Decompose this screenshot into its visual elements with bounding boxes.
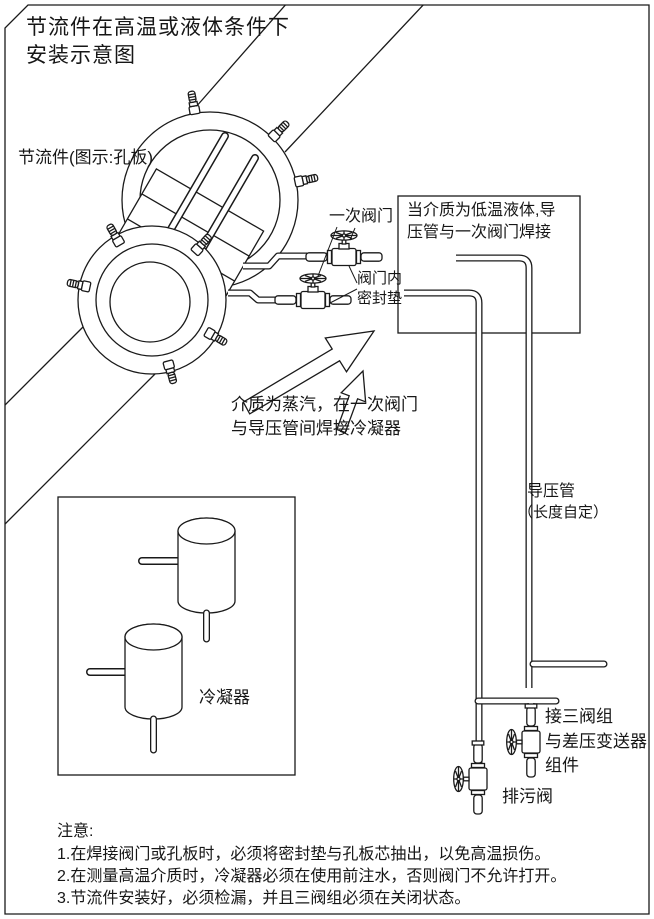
orifice-assembly [5, 89, 320, 525]
info-box-text-line1: 当介质为低温液体,导 [407, 202, 556, 219]
drain-valve [453, 740, 488, 815]
label-valve-seal-line1: 阀门内 [357, 270, 403, 287]
info-box-text-line2: 压管与一次阀门焊接 [407, 224, 552, 241]
primary-valve-lower [274, 273, 352, 310]
note-item-1: 1.在焊接阀门或孔板时，必须将密封垫与孔板芯抽出，以免高温损伤。 [57, 846, 551, 863]
flange-bolt [293, 171, 320, 188]
flange-bolt [267, 118, 292, 143]
label-manifold-line2: 与差压变送器 [545, 732, 647, 751]
label-primary-valve: 一次阀门 [329, 208, 394, 225]
steam-note-line1: 介质为蒸汽，在一次阀门 [231, 395, 418, 414]
label-manifold-line3: 组件 [545, 756, 579, 775]
label-manifold-line1: 接三阀组 [545, 707, 613, 726]
manifold-valve [506, 703, 541, 778]
page-title-line2: 安装示意图 [26, 44, 136, 67]
impulse-pipe-right [456, 254, 608, 688]
label-impulse-pipe-line2: （长度自定） [518, 504, 609, 521]
note-item-3: 3.节流件安装好，必须检漏，并且三阀组必须在关闭状态。 [57, 890, 471, 907]
leader-lines [317, 226, 358, 304]
pressure-tap-pipes [228, 252, 307, 304]
label-throttle-element: 节流件(图示:孔板) [18, 148, 154, 167]
condenser-cylinder-upper [138, 517, 236, 643]
label-condenser: 冷凝器 [199, 688, 250, 707]
primary-valve-upper [305, 230, 383, 267]
page-border [4, 4, 650, 915]
notes-heading: 注意: [57, 823, 94, 840]
page-title-line1: 节流件在高温或液体条件下 [26, 16, 290, 39]
flange-bolt [185, 89, 201, 116]
condenser-box [57, 496, 296, 776]
note-item-2: 2.在测量高温介质时，冷凝器必须在使用前注水，否则阀门不允许打开。 [57, 868, 567, 885]
steam-note-line2: 与导压管间焊接冷凝器 [231, 419, 401, 438]
info-box [397, 195, 581, 334]
impulse-pipe-left [404, 289, 560, 764]
label-impulse-pipe-line1: 导压管 [527, 483, 576, 500]
main-pipe [187, 5, 427, 153]
condenser-cylinder-lower [86, 623, 183, 754]
label-valve-seal-line2: 密封垫 [357, 290, 403, 307]
label-drain-valve: 排污阀 [502, 787, 553, 806]
steam-note-arrows [242, 330, 376, 434]
